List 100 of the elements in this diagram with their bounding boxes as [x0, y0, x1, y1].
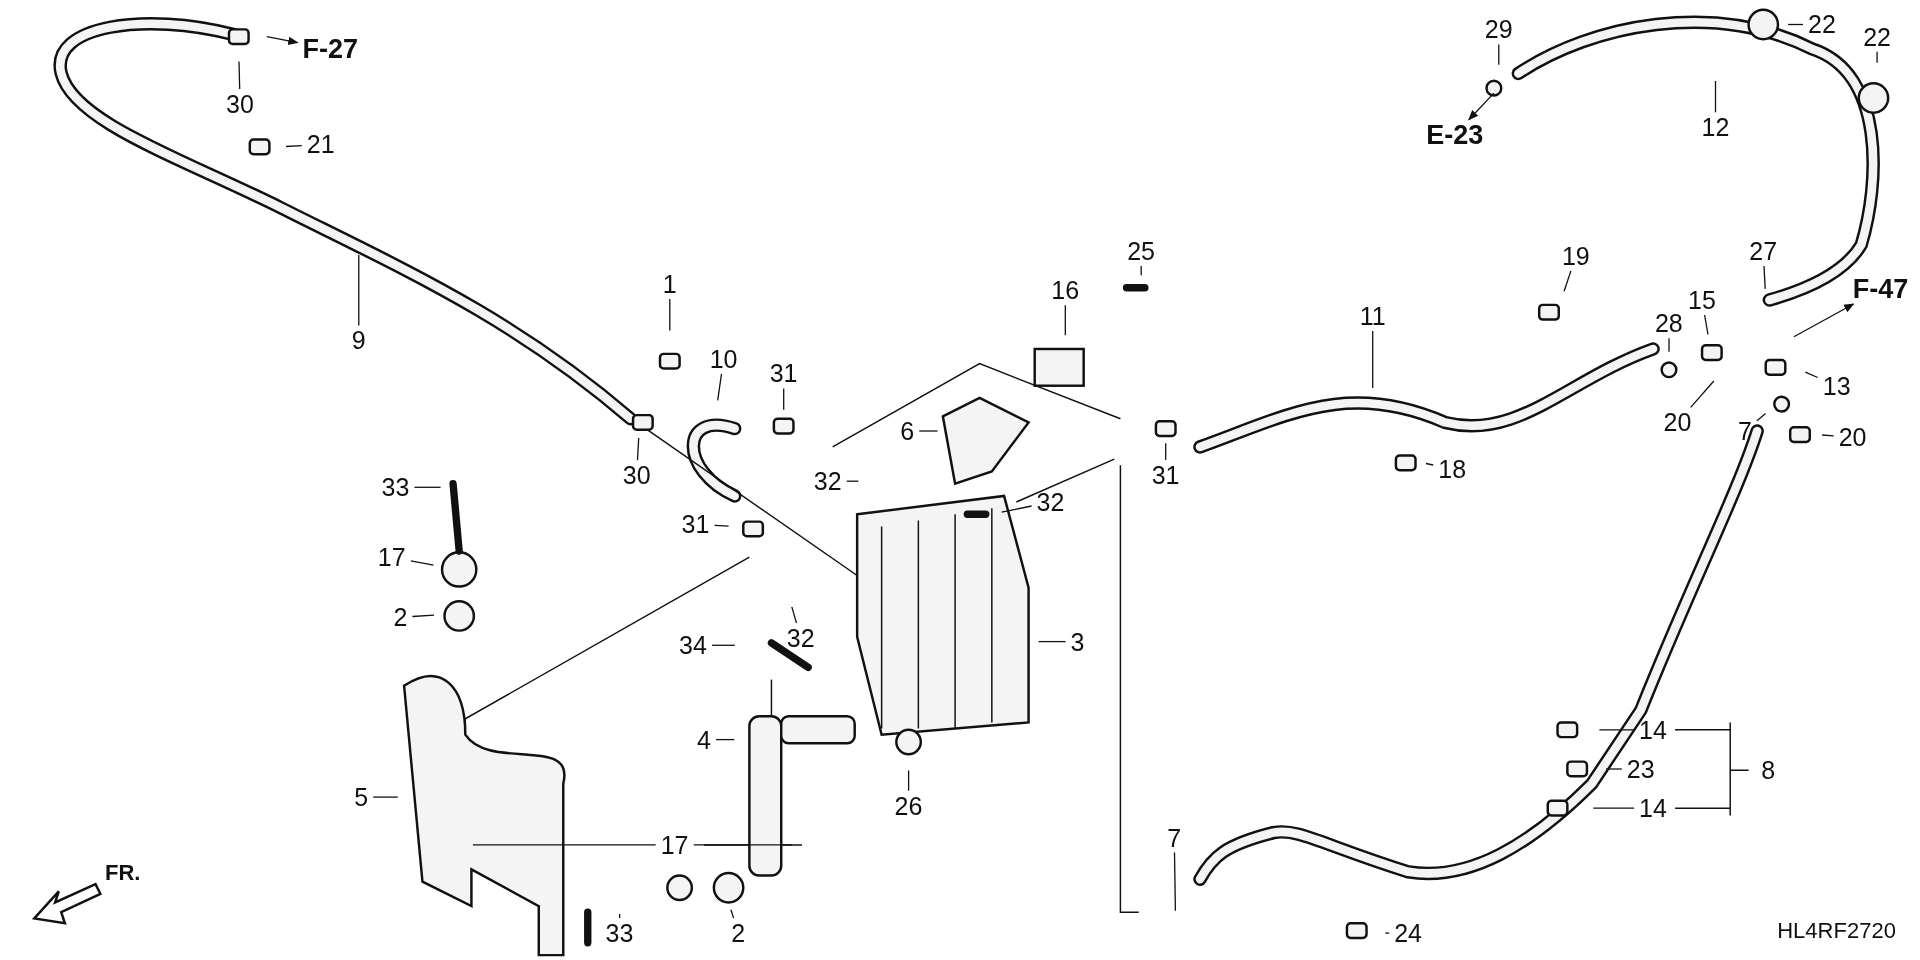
leader-line	[693, 844, 793, 846]
callout-number: 4	[695, 726, 713, 753]
callout-number: 13	[1820, 372, 1853, 399]
leader-line	[1372, 330, 1374, 389]
leader-line	[358, 254, 360, 327]
callout-number: 22	[1806, 11, 1838, 38]
callout-number: 16	[1049, 277, 1082, 304]
leader-line	[711, 644, 736, 646]
leader-line	[730, 909, 735, 919]
leader-line	[1703, 314, 1709, 336]
leader-line	[1000, 505, 1033, 513]
drawing-code: HL4RF2720	[1777, 917, 1896, 944]
callout-number: 1	[660, 271, 679, 298]
leader-line	[1714, 80, 1717, 113]
arrow	[1793, 303, 1855, 338]
leader-line	[1787, 23, 1804, 26]
callout-number: 33	[379, 474, 412, 501]
leader-line	[410, 560, 435, 566]
leader-line	[1165, 442, 1167, 461]
leader-line	[372, 796, 399, 798]
leader-line	[411, 614, 435, 618]
callout-number: 3	[1068, 628, 1087, 655]
leader-line	[1876, 51, 1878, 64]
leader-line	[1140, 265, 1142, 276]
leader-line	[1425, 462, 1434, 466]
leader-line	[907, 769, 910, 792]
arrow	[266, 36, 299, 45]
callout-number: 7	[1735, 418, 1754, 444]
leader-line	[1037, 640, 1067, 643]
callout-number: 11	[1357, 302, 1388, 329]
leader-line	[791, 606, 798, 624]
leader-line	[717, 373, 723, 401]
callout-number: 20	[1661, 409, 1694, 436]
callout-number: 30	[224, 91, 256, 118]
leader-line	[918, 430, 939, 432]
leader-line	[846, 480, 859, 482]
callout-number: 14	[1637, 716, 1669, 743]
callout-number: 26	[892, 792, 925, 819]
page-reference: F-47	[1850, 275, 1911, 302]
callout-number: 28	[1652, 310, 1685, 337]
callout-number: 19	[1559, 242, 1592, 269]
leader-line	[669, 298, 671, 332]
leader-line	[1821, 434, 1835, 437]
callout-number: 9	[349, 327, 368, 354]
callout-number: 31	[1149, 462, 1182, 489]
callout-number: 18	[1436, 455, 1469, 482]
callout-number: 2	[729, 920, 748, 947]
callout-number: 32	[1034, 489, 1067, 516]
leader-line	[285, 144, 303, 148]
leader-line	[1598, 729, 1635, 731]
leader-line	[1064, 304, 1066, 336]
leader-line	[713, 524, 730, 527]
callout-number: 6	[898, 418, 917, 444]
callout-number: 31	[767, 360, 800, 387]
callout-number: 14	[1637, 795, 1669, 822]
leader-line	[1804, 371, 1819, 379]
leader-line	[1763, 265, 1766, 290]
leader-line	[238, 60, 241, 90]
leader-line	[1756, 412, 1767, 422]
leader-line	[1668, 337, 1670, 353]
leader-line	[1592, 807, 1635, 809]
leader-line	[1498, 43, 1500, 66]
callout-number: 12	[1699, 114, 1732, 141]
callout-number: 31	[679, 511, 712, 538]
leader-line	[472, 844, 657, 846]
callout-number: 24	[1392, 920, 1424, 947]
leader-line	[413, 486, 442, 488]
callout-number: 21	[304, 131, 337, 158]
arrow	[1468, 92, 1495, 121]
leader-line	[636, 437, 640, 461]
callout-number: 10	[707, 345, 740, 372]
callout-number: 34	[677, 632, 709, 659]
leader-line	[1605, 768, 1623, 770]
direction-label: FR.	[104, 860, 141, 887]
callout-number: 29	[1482, 16, 1515, 43]
callout-number: 32	[811, 468, 844, 495]
page-reference: F-27	[300, 35, 361, 62]
leader-line	[1173, 851, 1177, 912]
callout-number: 33	[603, 920, 636, 947]
callout-number: 23	[1624, 755, 1657, 782]
callout-number: 30	[620, 462, 653, 489]
callout-number: 32	[784, 624, 817, 651]
callout-number: 27	[1747, 238, 1780, 264]
callout-number: 8	[1759, 757, 1778, 784]
leader-line	[715, 738, 735, 741]
page-reference: E-23	[1424, 121, 1486, 148]
callout-number: 5	[352, 784, 371, 811]
callout-number: 17	[375, 544, 408, 571]
callout-number: 15	[1686, 287, 1718, 313]
callout-number: 22	[1861, 23, 1893, 50]
leader-line	[783, 387, 785, 411]
callout-number: 25	[1125, 238, 1158, 264]
leader-line	[1563, 270, 1572, 292]
callout-number: 2	[391, 604, 410, 631]
leader-line	[618, 913, 621, 919]
leader-line	[1690, 380, 1715, 409]
callout-number: 20	[1836, 424, 1869, 451]
leader-line	[1384, 932, 1390, 934]
callout-number: 7	[1165, 824, 1184, 851]
callout-number: 17	[658, 831, 691, 858]
